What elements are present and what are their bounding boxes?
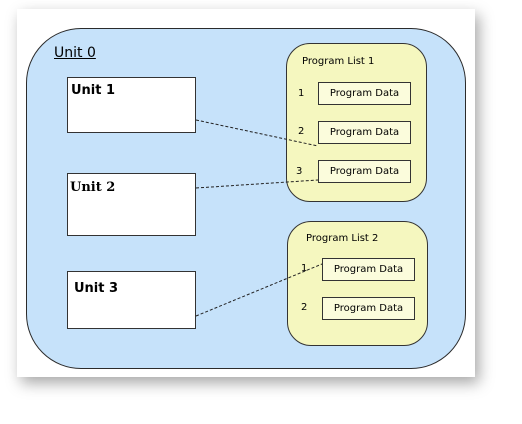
- program-list-1-item-3-number: 3: [296, 166, 303, 177]
- unit-0-title: Unit 0: [54, 45, 96, 61]
- program-list-2-item-1-number: 1: [301, 263, 308, 274]
- program-list-1-item-1-number: 1: [298, 88, 305, 99]
- unit-1-label: Unit 1: [71, 83, 116, 98]
- unit-3-box: Unit 3: [67, 271, 196, 329]
- program-list-1-item-2-number: 2: [298, 126, 305, 137]
- program-list-2-title: Program List 2: [306, 233, 379, 244]
- program-list-2-item-2: Program Data: [322, 297, 415, 320]
- program-list-1-item-1: Program Data: [318, 82, 411, 105]
- program-list-1-title: Program List 1: [302, 56, 375, 67]
- unit-1-box: Unit 1: [67, 77, 196, 133]
- program-list-2-item-1: Program Data: [322, 258, 415, 281]
- unit-3-label: Unit 3: [74, 281, 119, 296]
- program-list-1-item-3: Program Data: [318, 160, 411, 183]
- unit-2-label: Unit 2: [70, 180, 116, 195]
- unit-2-box: Unit 2: [67, 173, 196, 236]
- program-list-1-item-2: Program Data: [318, 121, 411, 144]
- program-list-2-item-2-number: 2: [301, 302, 308, 313]
